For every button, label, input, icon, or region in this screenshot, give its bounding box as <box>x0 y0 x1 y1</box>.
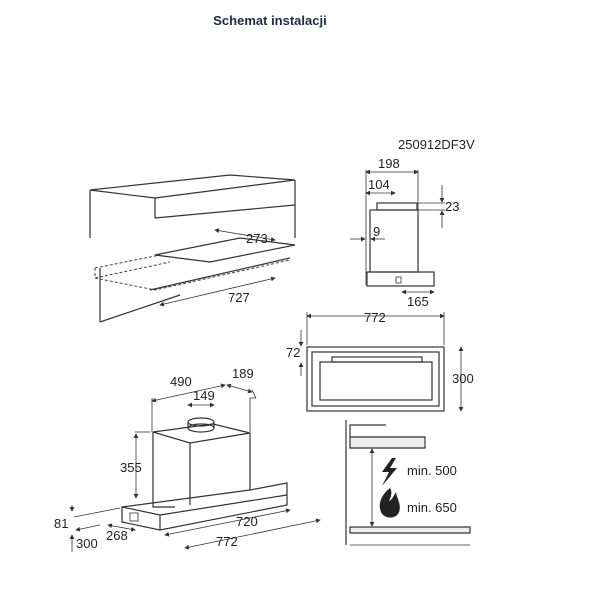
bottom-width-label: 772 <box>364 310 386 325</box>
inner-width-label: 720 <box>236 514 258 529</box>
front-depth-label-2: 268 <box>106 528 128 543</box>
cabinet-width-label: 727 <box>228 290 250 305</box>
bottom-offset-label: 72 <box>286 345 300 360</box>
perspective-view: 490 189 149 355 81 300 268 720 772 <box>54 366 321 552</box>
flame-icon <box>379 488 400 518</box>
outlet-height-label: 23 <box>445 199 459 214</box>
cabinet-view: 273 727 <box>89 174 296 323</box>
outer-width-label: 772 <box>216 534 238 549</box>
cabinet-depth-label: 273 <box>246 231 268 246</box>
outlet-offset-label: 104 <box>368 177 390 192</box>
body-width-label: 490 <box>170 374 192 389</box>
side-width-label: 198 <box>378 156 400 171</box>
model-label: 250912DF3V <box>398 137 475 152</box>
bottom-depth-label: 300 <box>452 371 474 386</box>
lightning-icon <box>382 458 397 486</box>
gas-clearance-label: min. 650 <box>407 500 457 515</box>
body-height-label: 355 <box>120 460 142 475</box>
wall-gap-label: 9 <box>373 224 380 239</box>
total-depth-label: 300 <box>76 536 98 551</box>
body-depth-label: 189 <box>232 366 254 381</box>
front-height-label: 81 <box>54 516 68 531</box>
side-view: 250912DF3V 198 104 23 9 165 <box>350 137 475 309</box>
bottom-view: 772 72 300 <box>286 310 474 412</box>
front-depth-label: 165 <box>407 294 429 309</box>
electric-clearance-label: min. 500 <box>407 463 457 478</box>
page-title: Schemat instalacji <box>213 13 327 28</box>
clearance-view: min. 500 min. 650 <box>345 420 471 546</box>
outlet-diameter-label: 149 <box>193 388 215 403</box>
